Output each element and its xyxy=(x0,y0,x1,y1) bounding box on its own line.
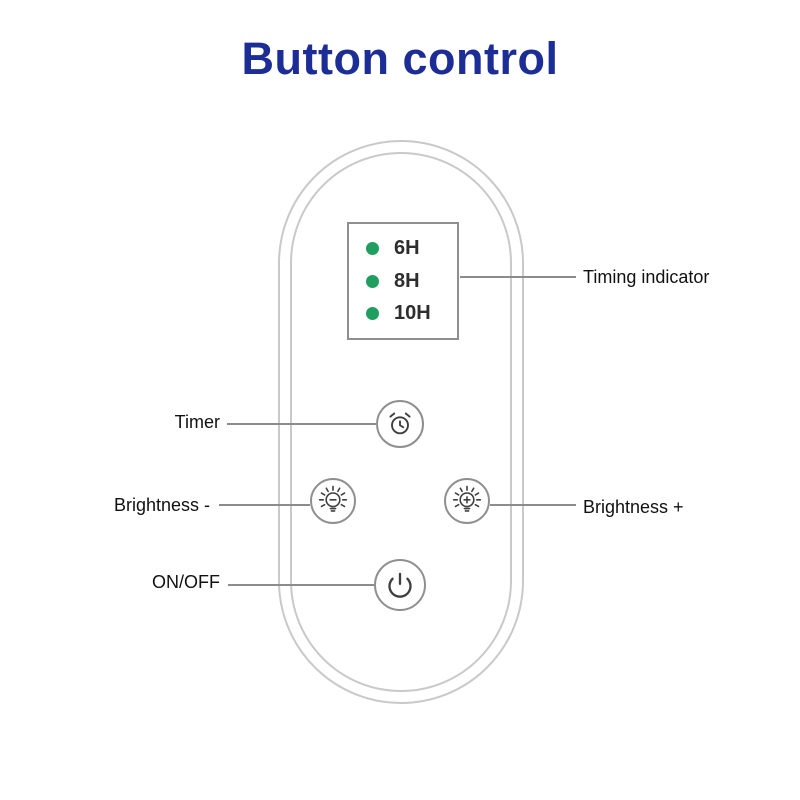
timer-label: Timer xyxy=(174,412,220,432)
timing-row-label: 6H xyxy=(394,237,420,260)
brightness-plus-callout-line xyxy=(490,504,576,506)
timer-button xyxy=(376,400,424,448)
bulb-minus-icon xyxy=(316,484,350,518)
green-indicator-dot xyxy=(366,242,379,256)
on-off-button xyxy=(374,559,426,611)
remote-outer-outline xyxy=(278,140,524,704)
timing-display-panel: 6H 8H 10H xyxy=(347,222,459,340)
brightness-plus-label: Brightness + xyxy=(583,497,684,517)
brightness-minus-callout-line xyxy=(219,504,310,506)
timing-row: 8H xyxy=(349,270,457,293)
remote-inner-outline xyxy=(290,152,512,692)
bulb-plus-icon xyxy=(450,484,484,518)
timing-indicator-label: Timing indicator xyxy=(583,267,710,287)
power-icon xyxy=(386,571,414,599)
page-title: Button control xyxy=(241,33,559,84)
on-off-callout-line xyxy=(228,584,374,586)
green-indicator-dot xyxy=(366,274,379,288)
timer-callout-line xyxy=(227,423,376,425)
timing-row-label: 10H xyxy=(394,301,431,324)
brightness-minus-button xyxy=(310,478,356,524)
timing-row: 6H xyxy=(349,237,457,260)
green-indicator-dot xyxy=(366,306,379,320)
alarm-clock-icon xyxy=(385,409,415,439)
timing-callout-line xyxy=(460,276,576,278)
timing-row: 10H xyxy=(349,302,457,325)
brightness-minus-label: Brightness - xyxy=(113,495,210,515)
timing-row-label: 8H xyxy=(394,269,420,292)
brightness-plus-button xyxy=(444,478,490,524)
on-off-label: ON/OFF xyxy=(152,572,220,592)
